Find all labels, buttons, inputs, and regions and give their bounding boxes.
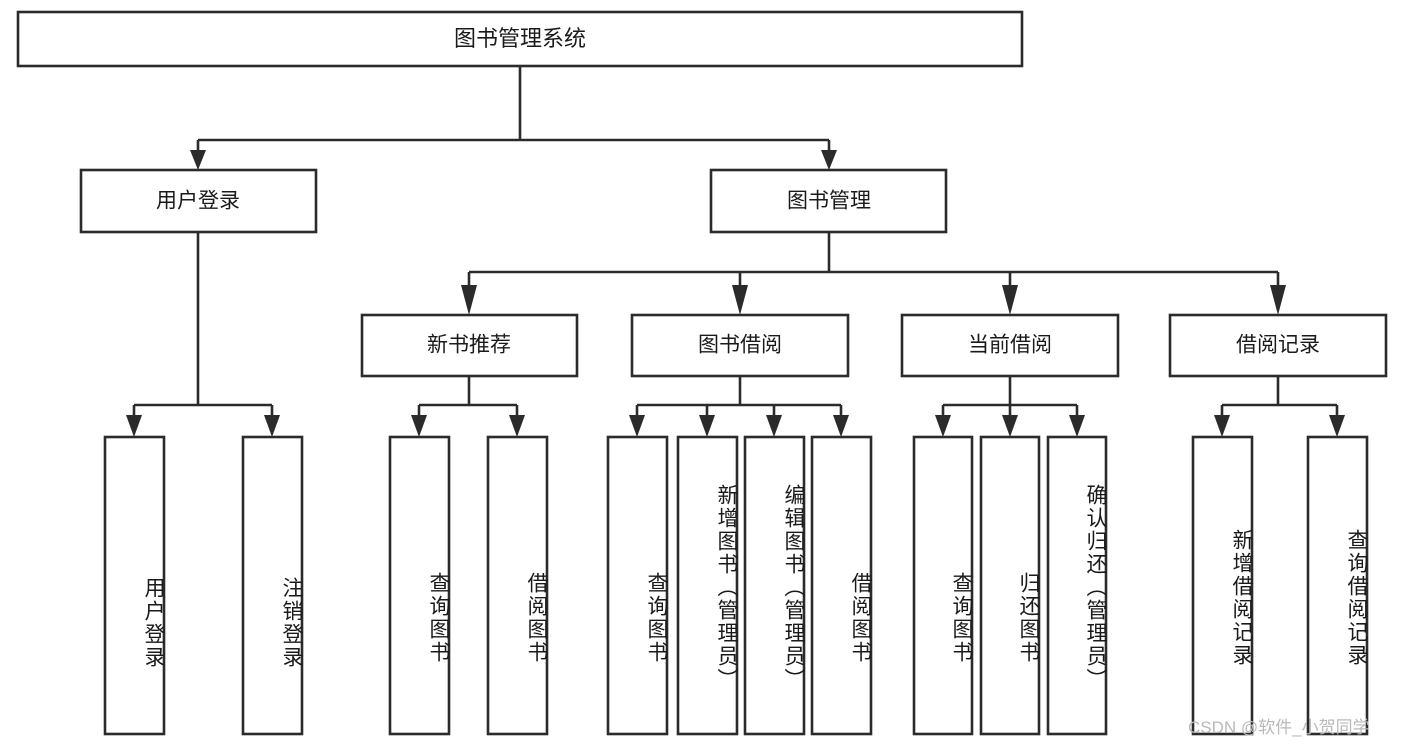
node-borrow-record[interactable]: 借阅记录 [1168,313,1388,378]
leaf-box-user-login-1[interactable] [103,435,166,736]
node-book-borrow[interactable]: 图书借阅 [630,313,850,378]
arrow-book-borrow [732,285,748,315]
arrow-bb-leaf2 [699,415,715,437]
arrow-br-leaf2 [1329,415,1345,437]
node-user-login-box[interactable] [79,168,318,234]
leaf-box-current-borrow-2[interactable] [979,435,1041,736]
leaf-box-borrow-record-1[interactable] [1191,435,1254,736]
node-new-book-recommend-box[interactable] [360,313,579,378]
node-book-management-box[interactable] [709,168,948,234]
leaf-box-user-login-2[interactable] [241,435,304,736]
node-new-book-recommend[interactable]: 新书推荐 [360,313,579,378]
node-borrow-record-label: 借阅记录 [1236,334,1320,357]
node-book-borrow-box[interactable] [630,313,850,378]
node-root[interactable]: 图书管理系统 [16,10,1024,68]
arrow-cb-leaf2 [1002,415,1018,437]
leaf-box-current-borrow-3[interactable] [1046,435,1108,736]
arrow-current-borrow [1002,285,1018,315]
node-borrow-record-box[interactable] [1168,313,1388,378]
arrow-cb-leaf3 [1069,415,1085,437]
arrow-cb-leaf1 [935,415,951,437]
arrow-nb-leaf1 [411,415,427,437]
arrow-ul-leaf1 [126,415,142,437]
leaf-box-new-book-2[interactable] [486,435,549,736]
arrow-new-book [461,285,477,315]
arrow-ul-leaf2 [264,415,280,437]
leaf-box-new-book-1[interactable] [388,435,451,736]
node-book-management-label: 图书管理 [787,190,871,213]
node-current-borrow-box[interactable] [900,313,1120,378]
leaf-box-borrow-record-2[interactable] [1306,435,1369,736]
arrow-br-leaf1 [1214,415,1230,437]
leaf-box-book-borrow-4[interactable] [810,435,873,736]
node-book-management[interactable]: 图书管理 [709,168,948,234]
connector-group [126,66,1345,437]
node-new-book-recommend-label: 新书推荐 [427,334,511,357]
arrow-bb-leaf4 [833,415,849,437]
leaf-box-current-borrow-1[interactable] [912,435,974,736]
node-current-borrow[interactable]: 当前借阅 [900,313,1120,378]
leaf-box-book-borrow-2[interactable] [676,435,739,736]
arrow-bb-leaf3 [766,415,782,437]
node-book-borrow-label: 图书借阅 [698,334,782,357]
node-root-label: 图书管理系统 [454,26,586,51]
arrow-nb-leaf2 [509,415,525,437]
arrow-bb-leaf1 [629,415,645,437]
node-user-login-label: 用户登录 [156,190,240,213]
node-current-borrow-label: 当前借阅 [968,334,1052,357]
arrow-book-mgmt [821,150,837,170]
arrow-user-login [190,150,206,170]
leaf-box-book-borrow-3[interactable] [743,435,806,736]
leaf-box-book-borrow-1[interactable] [606,435,669,736]
watermark-text: CSDN @软件_小贺同学 [1188,718,1370,737]
arrow-borrow-record [1270,285,1286,315]
node-root-box[interactable] [16,10,1024,68]
node-user-login[interactable]: 用户登录 [79,168,318,234]
